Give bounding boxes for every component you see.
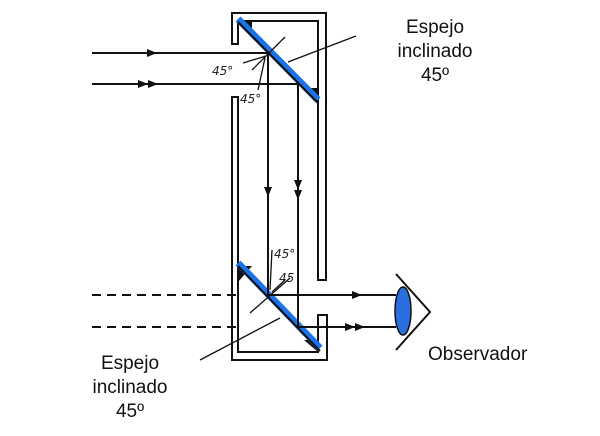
angle-bottom-reflected: 45 [279, 271, 294, 285]
label-line: inclinado [397, 41, 473, 62]
normal-lines [199, 35, 357, 361]
bottom-mirror-label: Espejo inclinado 45º [85, 352, 175, 424]
periscope-tube [231, 12, 328, 361]
light-rays [92, 49, 396, 331]
label-line: 45º [420, 65, 450, 86]
angle-bottom-incident: 45° [274, 247, 295, 261]
observer-label: Observador [428, 344, 528, 365]
angle-labels: 45° 45° 45° 45 [212, 64, 295, 285]
angle-top-incident: 45° [212, 64, 233, 78]
top-mirror-label: Espejo inclinado 45º [390, 16, 480, 88]
angle-top-reflected: 45° [240, 92, 261, 106]
label-line: 45º [115, 401, 145, 422]
label-line: Espejo [100, 353, 160, 374]
bottom-mirror [235, 260, 323, 352]
label-line: Espejo [405, 17, 465, 38]
label-line: inclinado [92, 377, 168, 398]
top-mirror [235, 16, 321, 104]
eye-icon [394, 273, 432, 351]
